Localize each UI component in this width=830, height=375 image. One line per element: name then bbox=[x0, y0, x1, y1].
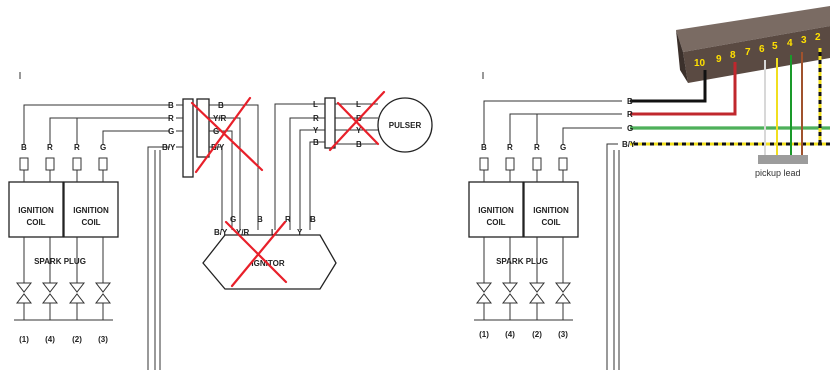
bus-wire-by bbox=[147, 146, 170, 370]
coil2-wire-g: G bbox=[100, 143, 106, 152]
conn2-label-b2: B bbox=[356, 140, 362, 149]
pin-7: 7 bbox=[745, 47, 751, 58]
cross-out-ignitor bbox=[224, 220, 288, 284]
bus-wire-r bbox=[49, 117, 170, 145]
pin-8: 8 bbox=[730, 50, 736, 61]
r-spark-plug-label: SPARK PLUG bbox=[496, 257, 548, 266]
pickup-lead-label: pickup lead bbox=[755, 168, 801, 178]
r-bus-label-b: B bbox=[627, 97, 633, 106]
pin-9: 9 bbox=[716, 54, 722, 65]
r-spark-plugs bbox=[474, 282, 573, 321]
conn2-left-l: L bbox=[313, 100, 318, 109]
connector-1-right bbox=[196, 98, 210, 158]
ignition-coil-1: IGNITION COIL bbox=[8, 181, 64, 238]
r-ignition-coil-1: IGNITION COIL bbox=[468, 181, 524, 238]
ignitor-pin-yr: Y/R bbox=[236, 228, 250, 237]
r-bus-label-by: B/Y bbox=[622, 140, 636, 149]
ignitor-pin-y: Y bbox=[297, 228, 303, 237]
svg-text:COIL: COIL bbox=[541, 218, 560, 227]
r-cyl-1: (1) bbox=[479, 330, 489, 339]
r-coil1-wire-r: R bbox=[507, 143, 513, 152]
black-wire bbox=[630, 70, 707, 103]
spark-plugs bbox=[14, 282, 113, 321]
r-ignition-coil-2: IGNITION COIL bbox=[523, 181, 579, 238]
r-bus-label-r: R bbox=[627, 110, 633, 119]
coil2-wire-r: R bbox=[74, 143, 80, 152]
pulser-circle bbox=[377, 97, 433, 153]
bus-label-by: B/Y bbox=[162, 143, 176, 152]
conn2-left-r: R bbox=[313, 114, 319, 123]
coil1-wire-r: R bbox=[47, 143, 53, 152]
bus-label-b: B bbox=[168, 101, 174, 110]
svg-text:IGNITION: IGNITION bbox=[18, 206, 54, 215]
pin-6: 6 bbox=[759, 44, 765, 55]
ignitor-pin-g: G bbox=[230, 215, 236, 224]
r-coil2-wire-g: G bbox=[560, 143, 566, 152]
ignitor-pin-l: L bbox=[271, 228, 276, 237]
conn2-label-l: L bbox=[356, 100, 361, 109]
pin-3: 3 bbox=[801, 35, 807, 46]
cross-out-connector-2 bbox=[336, 101, 380, 146]
svg-text:IGNITION: IGNITION bbox=[73, 206, 109, 215]
conn2-left-b: B bbox=[313, 138, 319, 147]
svg-text:COIL: COIL bbox=[26, 218, 45, 227]
ignitor-pin-b2: B bbox=[310, 215, 316, 224]
ignitor-pin-b: B bbox=[257, 215, 263, 224]
conn1-label-by: B/Y bbox=[211, 143, 225, 152]
connector-1-left bbox=[182, 98, 194, 178]
bus-label-g: G bbox=[168, 127, 174, 136]
conn2-label-y: Y bbox=[356, 126, 362, 135]
connector-block bbox=[676, 6, 830, 83]
pin-2: 2 bbox=[815, 32, 821, 43]
r-cyl-3: (3) bbox=[558, 330, 568, 339]
conn1-label-g: G bbox=[213, 127, 219, 136]
svg-text:COIL: COIL bbox=[81, 218, 100, 227]
svg-text:COIL: COIL bbox=[486, 218, 505, 227]
cyl-4: (4) bbox=[45, 335, 55, 344]
ignitor-pin-r: R bbox=[285, 215, 291, 224]
bus-wire-b bbox=[23, 104, 170, 145]
connector-2 bbox=[324, 97, 336, 149]
pin-10: 10 bbox=[694, 58, 706, 69]
r-coil1-wire-b: B bbox=[481, 143, 487, 152]
r-cyl-4: (4) bbox=[505, 330, 515, 339]
conn1-label-b: B bbox=[218, 101, 224, 110]
pulser-label: PULSER bbox=[389, 121, 422, 130]
pin-4: 4 bbox=[787, 38, 793, 49]
ignitor-pin-by: B/Y bbox=[214, 228, 228, 237]
svg-text:IGNITION: IGNITION bbox=[533, 206, 569, 215]
coil1-wire-b: B bbox=[21, 143, 27, 152]
bus-label-r: R bbox=[168, 114, 174, 123]
r-coil2-wire-r: R bbox=[534, 143, 540, 152]
red-wire bbox=[630, 62, 737, 116]
cyl-3: (3) bbox=[98, 335, 108, 344]
conn1-label-yr: Y/R bbox=[213, 114, 227, 123]
pickup-lead-bar bbox=[758, 155, 808, 164]
right-panel: 10 9 8 7 6 5 4 3 2 pickup lead B R G B/Y bbox=[468, 6, 830, 370]
pin-5: 5 bbox=[772, 41, 778, 52]
ignition-coil-2: IGNITION COIL bbox=[63, 181, 119, 238]
cross-out-connector-1 bbox=[190, 101, 264, 172]
cyl-2: (2) bbox=[72, 335, 82, 344]
r-bus-label-g: G bbox=[627, 124, 633, 133]
conn2-left-y: Y bbox=[313, 126, 319, 135]
cyl-1: (1) bbox=[19, 335, 29, 344]
svg-text:IGNITION: IGNITION bbox=[478, 206, 514, 215]
bus-wire-g bbox=[102, 130, 170, 145]
ignitor-box bbox=[202, 234, 337, 290]
r-cyl-2: (2) bbox=[532, 330, 542, 339]
spark-plug-label: SPARK PLUG bbox=[34, 257, 86, 266]
left-panel: B R G B/Y B Y/R G B/Y L R Y B L bbox=[8, 72, 433, 370]
